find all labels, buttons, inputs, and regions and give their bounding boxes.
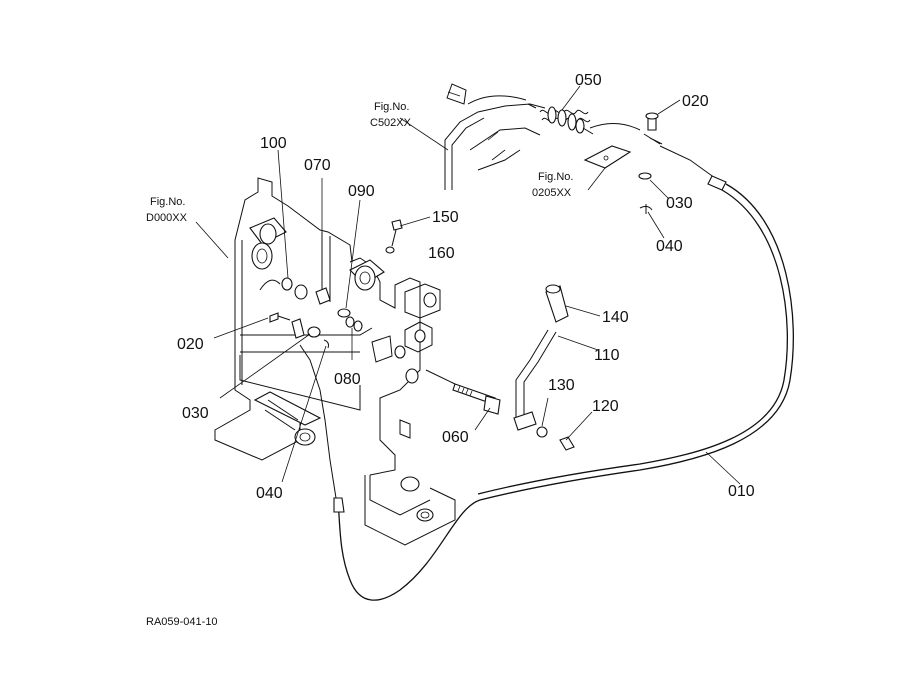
callout-030-right: 030 — [666, 195, 693, 212]
callout-labels: 010 020 020 030 030 040 040 050 060 070 … — [177, 72, 755, 502]
fig-ref-title-d000: Fig.No. — [150, 196, 185, 208]
callout-050: 050 — [575, 72, 602, 89]
callout-090: 090 — [348, 183, 375, 200]
callout-110: 110 — [594, 347, 620, 364]
fig-ref-code-c502: C502XX — [370, 117, 412, 129]
washer-080a — [345, 316, 355, 328]
spring-050 — [467, 95, 641, 135]
washer-090 — [337, 308, 351, 318]
callout-020-left: 020 — [177, 336, 204, 353]
callout-130: 130 — [548, 377, 575, 394]
washer-080b — [353, 320, 363, 332]
callout-040-bottom: 040 — [256, 485, 283, 502]
callout-160: 160 — [428, 245, 455, 262]
leader-lines — [195, 85, 741, 485]
washer-130 — [536, 426, 548, 438]
callout-040-right: 040 — [656, 238, 683, 255]
callout-020-top: 020 — [682, 93, 709, 110]
small-parts — [269, 219, 403, 349]
callout-100: 100 — [260, 135, 287, 152]
fig-ref-code-0205: 0205XX — [532, 187, 572, 199]
callout-150: 150 — [432, 209, 459, 226]
callout-140: 140 — [602, 309, 629, 326]
bolt-150 — [391, 219, 403, 231]
fig-ref-code-d000: D000XX — [146, 212, 188, 224]
lever-110 — [513, 284, 569, 431]
callout-010: 010 — [728, 483, 755, 500]
small-plate — [583, 145, 632, 169]
main-bracket — [214, 177, 456, 546]
shaft-060 — [425, 369, 501, 415]
callout-080: 080 — [334, 371, 361, 388]
pin-part — [291, 318, 305, 339]
plate-070 — [315, 287, 331, 305]
callout-030-left: 030 — [182, 405, 209, 422]
callout-060: 060 — [442, 429, 469, 446]
bolt-020 — [269, 312, 279, 323]
washer-150 — [385, 246, 395, 254]
figure-references: Fig.No. C502XX Fig.No. 0205XX Fig.No. D0… — [146, 101, 573, 224]
upper-housing — [444, 83, 546, 190]
callout-120: 120 — [592, 398, 619, 415]
bolt-120 — [559, 436, 575, 451]
fig-ref-title-0205: Fig.No. — [538, 171, 573, 183]
cable-010 — [299, 183, 794, 601]
nut-100 — [281, 277, 293, 291]
fig-ref-title-c502: Fig.No. — [374, 101, 409, 113]
drawing-code: RA059-041-10 — [146, 616, 218, 628]
callout-070: 070 — [304, 157, 331, 174]
clip-040 — [323, 339, 329, 349]
washer-030 — [307, 326, 321, 338]
bushing-100 — [294, 284, 308, 300]
